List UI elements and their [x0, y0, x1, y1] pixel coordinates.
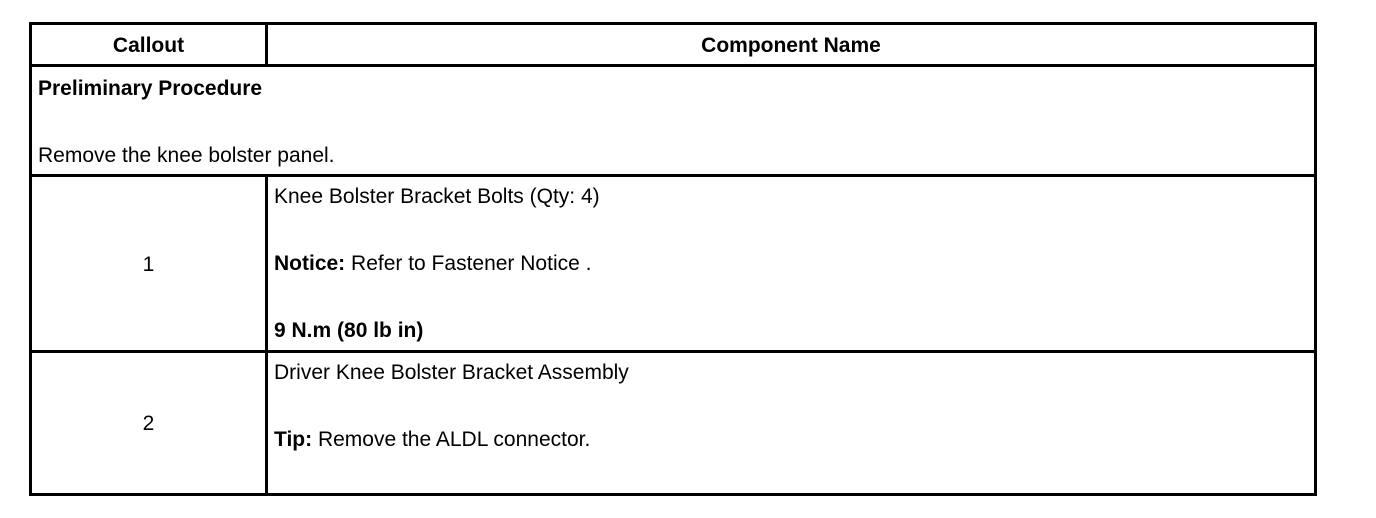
- notice-text: Refer to Fastener Notice .: [345, 252, 592, 275]
- callout-cell: 1: [32, 177, 268, 350]
- tip-text: Remove the ALDL connector.: [312, 428, 591, 451]
- header-component-name-cell: Component Name: [268, 25, 1314, 64]
- notice-line: Notice: Refer to Fastener Notice .: [274, 252, 591, 276]
- component-name-cell: Driver Knee Bolster Bracket Assembly Tip…: [268, 353, 1314, 493]
- callout-number: 2: [142, 412, 155, 435]
- header-callout: Callout: [112, 34, 185, 57]
- component-name-cell: Knee Bolster Bracket Bolts (Qty: 4) Noti…: [268, 177, 1314, 350]
- tip-line: Tip: Remove the ALDL connector.: [274, 428, 590, 452]
- header-component-name: Component Name: [701, 34, 881, 57]
- preliminary-procedure-text: Remove the knee bolster panel.: [38, 144, 335, 167]
- table-row: 1 Knee Bolster Bracket Bolts (Qty: 4) No…: [32, 177, 1314, 353]
- callout-number: 1: [142, 253, 155, 276]
- preliminary-procedure-row: Preliminary Procedure Remove the knee bo…: [32, 67, 1314, 177]
- notice-label: Notice:: [274, 252, 346, 275]
- table-header-row: Callout Component Name: [32, 25, 1314, 67]
- torque-spec: 9 N.m (80 lb in): [274, 319, 424, 342]
- component-table: Callout Component Name Preliminary Proce…: [29, 22, 1317, 496]
- component-name: Knee Bolster Bracket Bolts (Qty: 4): [274, 185, 600, 208]
- preliminary-procedure-title: Preliminary Procedure: [38, 77, 263, 100]
- tip-label: Tip:: [274, 428, 313, 451]
- component-name: Driver Knee Bolster Bracket Assembly: [274, 361, 629, 384]
- table-row: 2 Driver Knee Bolster Bracket Assembly T…: [32, 353, 1314, 493]
- callout-cell: 2: [32, 353, 268, 493]
- header-callout-cell: Callout: [32, 25, 268, 64]
